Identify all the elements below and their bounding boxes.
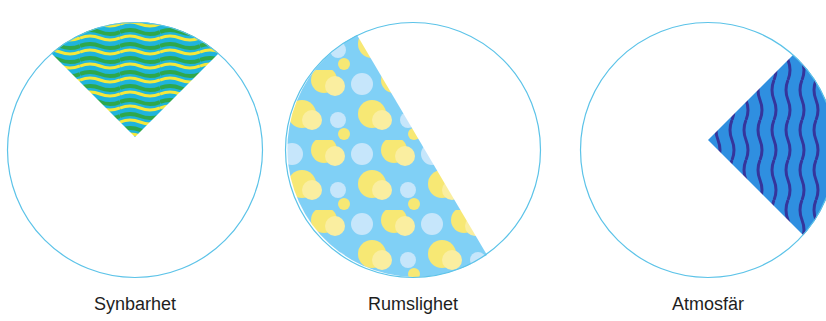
stripe-sector [708, 0, 826, 292]
circle-outline [580, 22, 826, 278]
circle-node: Synbarhet [7, 22, 263, 278]
circle-caption: Synbarhet [94, 294, 176, 315]
blob-segment [287, 35, 487, 277]
circle-outline [285, 22, 541, 278]
circle-caption: Atmosfär [672, 294, 744, 315]
circle-node: Rumslighet [285, 22, 541, 278]
circle-border [286, 23, 541, 278]
circle-border [8, 23, 263, 278]
circle-border [581, 23, 826, 278]
circle-caption: Rumslighet [368, 294, 458, 315]
circle-outline [7, 22, 263, 278]
circle-node: Atmosfär [580, 22, 826, 278]
